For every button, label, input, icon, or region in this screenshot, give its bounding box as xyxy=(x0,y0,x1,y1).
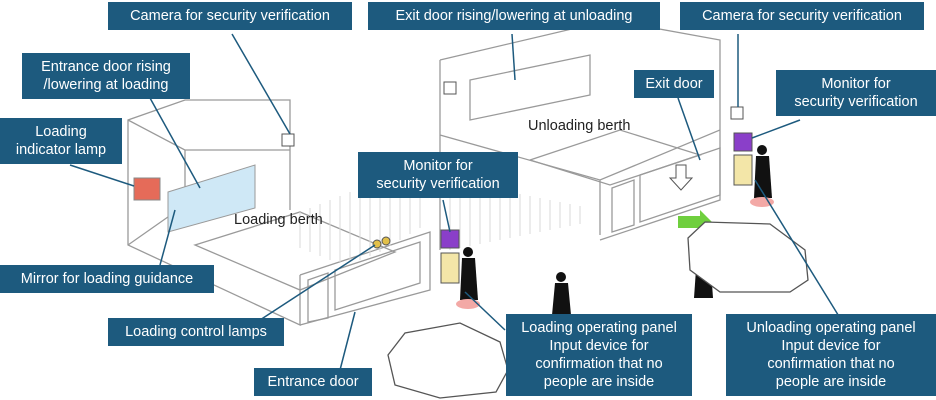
loading-panel xyxy=(440,252,460,284)
person-at-loading-panel xyxy=(460,247,478,300)
unloading-standing-spot xyxy=(750,197,774,207)
building-gap-hatching xyxy=(299,174,581,262)
callout-indicator-lamp: Loading indicator lamp xyxy=(0,118,122,164)
callout-loading-panel: Loading operating panel Input device for… xyxy=(506,314,692,396)
callout-monitor-mid: Monitor for security verification xyxy=(358,152,518,198)
callout-entrance-door-rising: Entrance door rising /lowering at loadin… xyxy=(22,53,190,99)
unloading-building xyxy=(439,19,721,250)
loading-berth-floor xyxy=(193,211,397,291)
monitor-mid xyxy=(440,229,460,249)
label-unloading-berth: Unloading berth xyxy=(528,118,631,134)
car-leaving xyxy=(687,221,809,293)
loading-indicator-lamp xyxy=(133,177,161,201)
unloading-panel xyxy=(733,154,753,186)
person-center xyxy=(552,272,571,315)
callout-monitor-right: Monitor for security verification xyxy=(776,70,936,116)
loading-building xyxy=(127,99,301,327)
camera-right-icon xyxy=(730,106,744,120)
camera-far-icon xyxy=(443,81,457,95)
callout-exit-door-rising: Exit door rising/lowering at unloading xyxy=(368,2,660,30)
callout-exit-door: Exit door xyxy=(634,70,714,98)
building-outline xyxy=(127,19,721,327)
leader-lines xyxy=(69,33,841,371)
callout-unloading-panel: Unloading operating panel Input device f… xyxy=(726,314,936,396)
person-at-unloading-panel xyxy=(754,145,772,198)
exit-door-frame xyxy=(639,147,721,223)
loading-mirror xyxy=(167,164,256,233)
callout-entrance-door: Entrance door xyxy=(254,368,372,396)
label-loading-berth: Loading berth xyxy=(234,212,323,228)
camera-left-icon xyxy=(281,133,295,147)
loading-control-lamps xyxy=(372,236,391,249)
unloading-berth-floor xyxy=(527,129,703,186)
monitor-right xyxy=(733,132,753,152)
loading-standing-spot xyxy=(456,299,480,309)
callout-camera-left: Camera for security verification xyxy=(108,2,352,30)
callout-mirror: Mirror for loading guidance xyxy=(0,265,214,293)
entrance-door-frame xyxy=(299,231,431,326)
callout-control-lamps: Loading control lamps xyxy=(108,318,284,346)
car-entering xyxy=(387,322,509,399)
exit-direction-arrow-icon xyxy=(668,164,694,191)
callout-camera-right: Camera for security verification xyxy=(680,2,924,30)
